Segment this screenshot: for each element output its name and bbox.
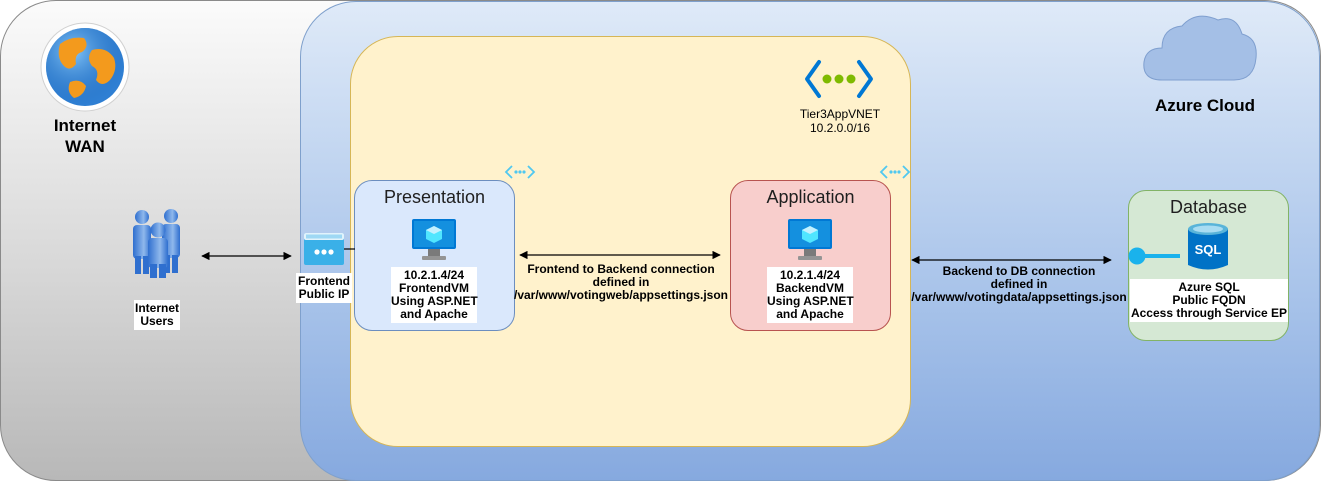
frontend-vm-details: 10.2.1.4/24 FrontendVM Using ASP.NET and… bbox=[391, 267, 478, 323]
service-endpoint-icon bbox=[1128, 246, 1182, 266]
subnet-icon bbox=[504, 164, 536, 180]
azure-sql-details: Azure SQL Public FQDN Access through Ser… bbox=[1130, 279, 1288, 322]
subnet-icon bbox=[879, 164, 911, 180]
azure-cloud-title: Azure Cloud bbox=[1154, 96, 1256, 115]
sql-database-icon: SQL bbox=[1187, 222, 1229, 272]
application-title: Application bbox=[766, 187, 855, 207]
cloud-icon bbox=[1140, 10, 1260, 82]
presentation-title: Presentation bbox=[383, 187, 486, 207]
vnet-label: Tier3AppVNET 10.2.0.0/16 bbox=[799, 107, 881, 135]
backend-db-connection-label: Backend to DB connection defined in /var… bbox=[911, 264, 1127, 304]
vnet-icon bbox=[805, 60, 873, 98]
users-icon bbox=[128, 208, 186, 278]
frontend-backend-connection-label: Frontend to Backend connection defined i… bbox=[513, 262, 729, 302]
database-title: Database bbox=[1169, 197, 1248, 217]
globe-icon bbox=[40, 22, 130, 112]
internet-users-label: Internet Users bbox=[134, 300, 180, 330]
internet-wan-title: Internet WAN bbox=[53, 116, 117, 156]
public-ip-icon bbox=[304, 233, 344, 265]
frontend-public-ip-label: Frontend Public IP bbox=[296, 273, 352, 303]
vm-icon bbox=[788, 219, 832, 261]
sql-icon-text: SQL bbox=[1195, 242, 1222, 257]
vm-icon bbox=[412, 219, 456, 261]
backend-vm-details: 10.2.1.4/24 BackendVM Using ASP.NET and … bbox=[767, 267, 854, 323]
